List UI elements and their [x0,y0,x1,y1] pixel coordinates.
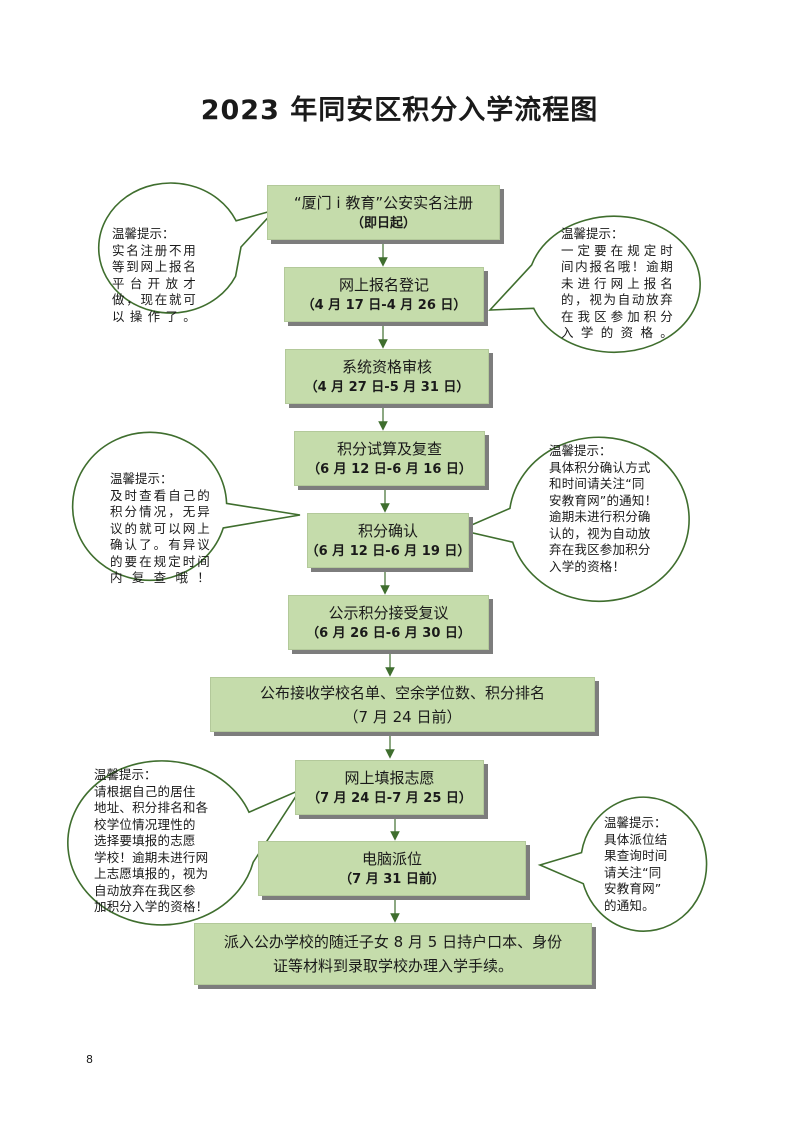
tip-bubble-3 [71,431,301,582]
tip-5-heading: 温馨提示： [94,767,157,782]
tip-6-line: 的通知。 [604,897,655,913]
tip-4-line: 逾期未进行积分确 [549,509,651,524]
tip-bubble-5 [67,760,303,926]
step-3-title: 系统资格审核 [341,357,432,376]
page-title: 2023 年同安区积分入学流程图 [200,95,599,126]
tip-5-line: 自动放弃在我区参 [94,882,196,898]
tip-6-line: 果查询时间 [604,848,668,863]
step-10-line-1: 派入公办学校的随迁子女 8 月 5 日持户口本、身份 [223,933,563,951]
tip-1-line: 平 台 开 放 才 [112,275,196,291]
step-7-title: 公布接收学校名单、空余学位数、积分排名 [259,683,545,702]
tip-1-line: 做，现在就可 [112,292,196,307]
step-5-date: （6 月 12 日-6 月 19 日） [305,543,471,559]
step-1-title: “厦门 i 教育”公安实名注册 [293,193,474,212]
step-10-line-2: 证等材料到录取学校办理入学手续。 [272,957,513,975]
tip-1-line: 以操作了。 [112,308,196,324]
tip-4-line: 弃在我区参加积分 [549,542,651,557]
tip-5-line: 加积分入学的资格！ [94,899,209,914]
step-3-date: （4 月 27 日-5 月 31 日） [304,379,470,395]
tip-text-6: 温馨提示： 具体派位结 果查询时间 请关注“同 安教育网” 的通知。 [604,815,676,914]
tip-4-line: 具体积分确认方式 [549,459,651,475]
step-enrollment-procedure: 派入公办学校的随迁子女 8 月 5 日持户口本、身份 证等材料到录取学校办理入学… [194,923,592,985]
step-points-trial-review: 积分试算及复查 （6 月 12 日-6 月 16 日） [294,431,485,486]
tip-3-line: 的要在规定时间 [110,553,210,569]
step-9-title: 电脑派位 [361,849,422,868]
step-8-date: （7 月 24 日-7 月 25 日） [307,790,472,806]
tip-6-line: 请关注“同 [604,864,662,880]
tip-5-line: 上志愿填报的，视为 [94,866,209,881]
tip-text-1: 温馨提示： 实名注册不用 等到网上报名 平 台 开 放 才 做，现在就可 以操作… [112,226,196,325]
step-2-title: 网上报名登记 [338,275,429,294]
tip-3-heading: 温馨提示： [110,471,173,486]
tip-bubble-4 [457,436,690,603]
tip-5-line: 地址、积分排名和各 [94,800,209,815]
tip-4-line: 入学的资格！ [549,558,626,574]
tip-1-line: 实名注册不用 [112,242,196,258]
tip-text-4: 温馨提示： 具体积分确认方式 和时间请关注“同 安教育网”的通知！ 逾期未进行积… [549,443,665,575]
tip-bubble-1 [97,182,278,314]
step-points-confirmation: 积分确认 （6 月 12 日-6 月 19 日） [305,513,471,568]
tip-5-line: 学校！逾期未进行网 [94,849,209,865]
tip-3-line: 及时查看自己的 [110,487,210,503]
tip-3-line: 内复查哦！ [110,570,210,585]
tip-4-heading: 温馨提示： [549,443,612,458]
tip-1-line: 等到网上报名 [112,259,196,274]
tip-bubble-6 [537,796,708,932]
tip-2-line: 一定要在规定时 [561,242,673,258]
page-number: 8 [86,1053,93,1066]
tip-text-2: 温馨提示： 一定要在规定时 间内报名哦！逾期 未进行网上报名 的，视为自动放弃 … [561,226,673,342]
tip-3-line: 确认了。有异议 [110,537,210,552]
tip-bubble-2 [488,215,701,353]
tip-6-heading: 温馨提示： [604,815,667,830]
tip-4-line: 认的，视为自动放 [549,525,651,541]
step-6-title: 公示积分接受复议 [328,603,449,622]
tip-3-line: 积分情况，无异 [110,504,210,519]
tip-5-line: 选择要填报的志愿 [94,833,196,848]
step-online-registration: 网上报名登记 （4 月 17 日-4 月 26 日） [284,267,484,322]
step-computer-allocation: 电脑派位 （7 月 31 日前） [258,841,526,896]
step-8-title: 网上填报志愿 [344,768,435,787]
tip-text-3: 温馨提示： 及时查看自己的 积分情况，无异 议的就可以网上 确认了。有异议 的要… [110,471,210,587]
step-4-title: 积分试算及复查 [336,439,442,458]
tip-2-line: 未进行网上报名 [561,275,673,291]
step-5-title: 积分确认 [357,521,418,540]
step-points-publicity: 公示积分接受复议 （6 月 26 日-6 月 30 日） [288,595,489,650]
tip-2-line: 入学的资格。 [561,325,673,340]
step-4-date: （6 月 12 日-6 月 16 日） [307,461,472,477]
tip-2-heading: 温馨提示： [561,226,624,241]
tip-2-line: 在我区参加积分 [561,308,673,324]
tip-4-line: 安教育网”的通知！ [549,492,658,508]
step-online-preference: 网上填报志愿 （7 月 24 日-7 月 25 日） [295,760,484,815]
tip-1-heading: 温馨提示： [112,226,175,241]
step-9-date: （7 月 31 日前） [339,871,445,887]
step-2-date: （4 月 17 日-4 月 26 日） [301,297,467,313]
tip-2-line: 间内报名哦！逾期 [561,259,673,274]
step-1-date: （即日起） [350,215,416,231]
tip-5-line: 校学位情况理性的 [94,816,196,832]
tip-6-line: 具体派位结 [604,831,668,847]
step-real-name-registration: “厦门 i 教育”公安实名注册 （即日起） [267,185,500,240]
tip-6-line: 安教育网” [604,881,662,896]
tip-text-5: 温馨提示： 请根据自己的居住 地址、积分排名和各 校学位情况理性的 选择要填报的… [94,767,220,916]
step-announce-school-list: 公布接收学校名单、空余学位数、积分排名 （7 月 24 日前） [210,677,595,732]
tip-5-line: 请根据自己的居住 [94,783,196,799]
step-6-date: （6 月 26 日-6 月 30 日） [306,625,471,641]
tip-3-line: 议的就可以网上 [110,520,210,536]
step-7-date: （7 月 24 日前） [343,707,462,726]
tip-4-line: 和时间请关注“同 [549,476,645,491]
step-eligibility-review: 系统资格审核 （4 月 27 日-5 月 31 日） [285,349,489,404]
tip-2-line: 的，视为自动放弃 [561,292,673,307]
